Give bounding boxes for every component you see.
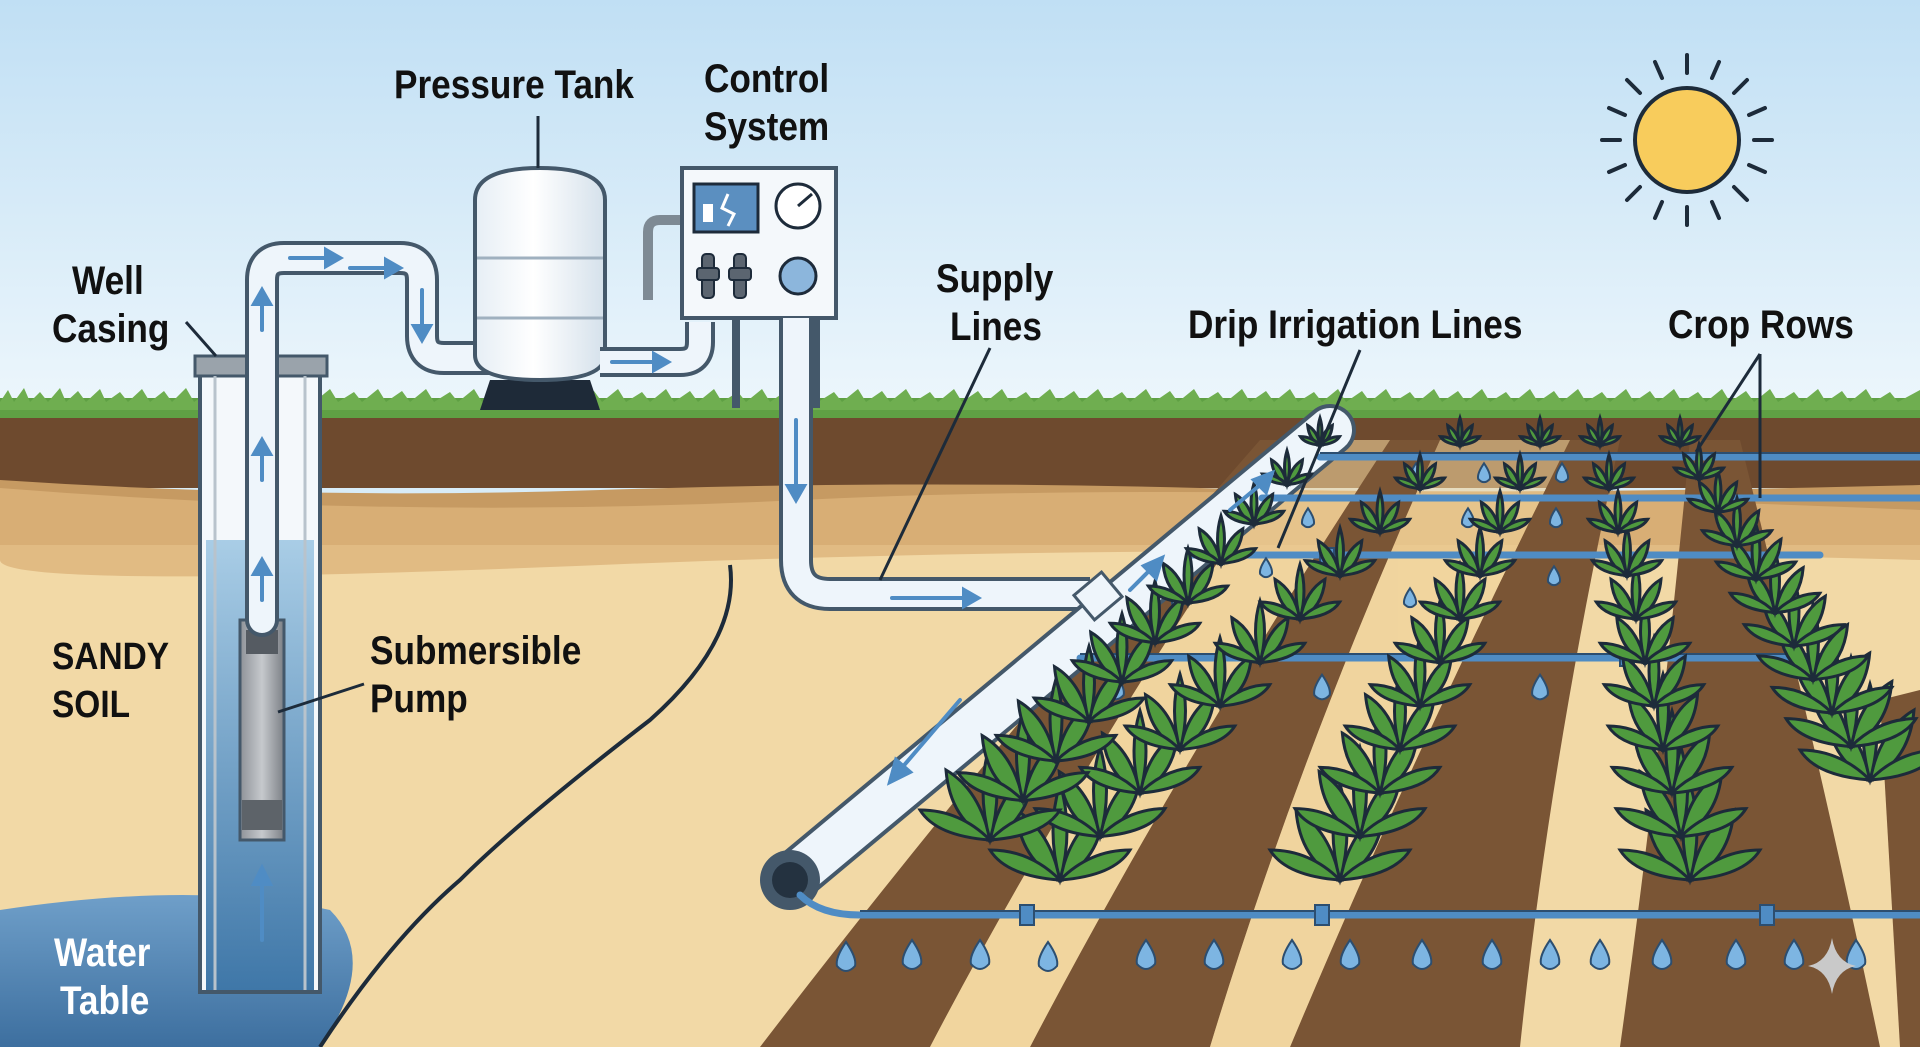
water-drop	[1725, 938, 1747, 970]
water-drop	[835, 940, 857, 972]
crop-plant	[1492, 449, 1548, 495]
crop-plant	[1437, 412, 1483, 451]
water-drop	[1548, 506, 1564, 529]
crop-plants	[917, 412, 1920, 886]
water-drop	[1651, 938, 1673, 970]
water-drop	[1037, 940, 1059, 972]
crop-plant	[1069, 608, 1175, 688]
supply-line	[779, 318, 1090, 611]
crop-plant	[1342, 669, 1458, 756]
pressure-tank	[473, 165, 607, 410]
water-drop	[1476, 461, 1492, 484]
water-drop	[1411, 938, 1433, 970]
crop-plant	[955, 706, 1091, 807]
crop-plant	[1297, 412, 1343, 451]
label-sandy-soil-2: SOIL	[52, 684, 131, 726]
label-well-casing-1: Well	[72, 259, 144, 303]
switch-icon	[696, 253, 752, 299]
control-system	[680, 166, 838, 408]
flow-arrows	[250, 246, 1276, 942]
soil-boundary	[318, 564, 733, 1047]
crop-plant	[1257, 559, 1343, 625]
riser-pipe	[245, 241, 507, 637]
gauge-icon	[778, 256, 818, 296]
water-drops	[835, 461, 1867, 972]
water-drop	[1258, 556, 1274, 579]
label-control-system-1: Control	[704, 57, 830, 101]
sky	[0, 0, 1920, 420]
crop-plant	[1593, 559, 1679, 625]
water-drop	[901, 938, 923, 970]
water-drop	[1300, 506, 1316, 529]
water-drop	[1402, 586, 1418, 609]
crop-plant	[1585, 486, 1651, 538]
label-submersible-pump-2: Pump	[370, 677, 468, 721]
water-drop	[1313, 672, 1331, 701]
label-sandy-soil-1: SANDY	[52, 636, 170, 678]
crop-plant	[1577, 412, 1623, 451]
water-drop	[1554, 461, 1570, 484]
crop-plant	[1392, 449, 1448, 495]
crop-plant	[1601, 632, 1707, 712]
crop-plant	[1442, 522, 1518, 582]
label-water-table-1: Water	[54, 931, 151, 975]
water-drop	[1845, 938, 1867, 970]
crop-plant	[1671, 439, 1727, 485]
water-drop	[1135, 938, 1157, 970]
water-drop	[969, 938, 991, 970]
water-drop	[1481, 938, 1503, 970]
crop-plant	[1597, 595, 1693, 669]
leader-lines	[184, 116, 1762, 714]
submersible-pump	[238, 618, 286, 842]
sparkle-icon	[1808, 938, 1856, 994]
label-drip-irrigation-lines: Drip Irrigation Lines	[1188, 303, 1523, 347]
crop-plant	[1183, 510, 1259, 570]
label-well-casing-2: Casing	[52, 307, 170, 351]
label-water-table-2: Table	[60, 979, 150, 1023]
crop-plant	[1517, 412, 1563, 451]
grass-blades	[0, 388, 1920, 410]
crop-plant	[1699, 492, 1775, 552]
water-drop	[1539, 938, 1561, 970]
label-submersible-pump-1: Submersible	[370, 629, 582, 673]
water-drop	[1589, 938, 1611, 970]
crop-plant	[1657, 412, 1703, 451]
label-pressure-tank: Pressure Tank	[394, 63, 635, 107]
label-supply-lines-2: Lines	[950, 305, 1042, 349]
crop-plant	[1581, 449, 1637, 495]
crop-plant	[1167, 632, 1273, 712]
crop-plant	[1107, 575, 1203, 649]
sun-icon	[1600, 53, 1774, 227]
crop-plant	[1347, 486, 1413, 538]
crop-plant	[1145, 543, 1231, 609]
label-crop-rows: Crop Rows	[1668, 303, 1854, 347]
crop-plant	[1417, 559, 1503, 625]
crop-plant	[1302, 522, 1378, 582]
water-drop	[1531, 672, 1549, 701]
crop-plant	[1467, 486, 1533, 538]
water-drop	[1203, 938, 1225, 970]
crop-plant	[1259, 445, 1315, 491]
tank-control-pipe	[600, 215, 715, 377]
water-drop	[1281, 938, 1303, 970]
water-drop	[1783, 938, 1805, 970]
crop-plant	[1212, 595, 1308, 669]
water-drop	[1546, 564, 1562, 587]
water-drop	[1339, 938, 1361, 970]
label-control-system-2: System	[704, 105, 830, 149]
label-supply-lines-1: Supply	[936, 257, 1054, 301]
